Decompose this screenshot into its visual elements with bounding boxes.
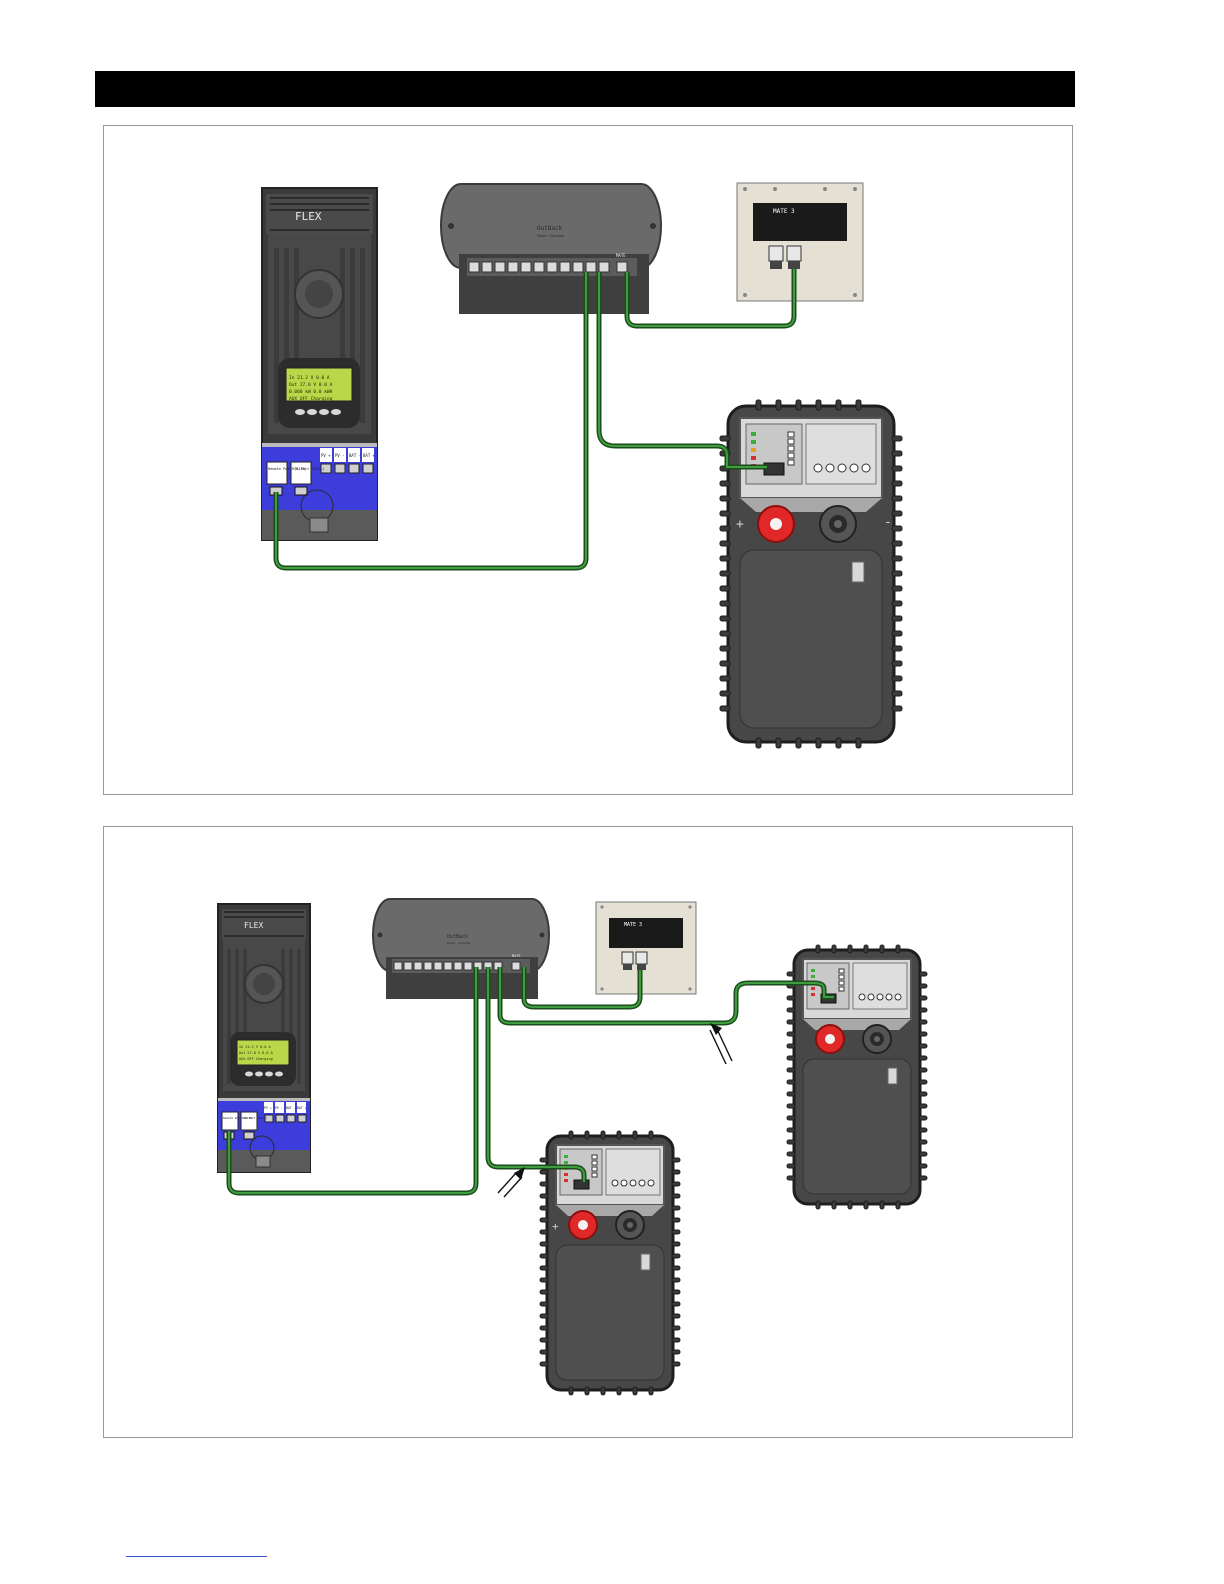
hub-mate-port-label: MATE [616,253,626,258]
remote-port-label: Remote Port (RJ45) [223,1116,254,1120]
bat-minus-label: BAT - [349,453,361,458]
figure-single-fndc-wiring: FLEX In 21.2 V 0.0 A Out 27.8 V 0.0 A 0.… [103,125,1073,795]
figure-1-diagram: FLEX In 21.2 V 0.0 A Out 27.8 V 0.0 A 0.… [261,182,904,750]
cable-controller-to-hub [226,967,479,1196]
charge-controller: FLEX In 21.2 V 0.0 A Out 27.8 V 0.0 A AU… [217,903,311,1173]
cable-controller-to-hub [273,272,589,571]
bat-minus-label: BAT - [286,1106,296,1110]
hub-subtitle-label: Power Systems [537,234,564,238]
footer-link-underline[interactable] [126,1556,267,1557]
fndc-monitor: + - [718,398,904,750]
cable-hub-to-fndc [596,272,767,470]
lcd-line-1: In 21.2 V 0.0 A [239,1045,272,1049]
lcd-line-2: Out 27.8 V 0.0 A [239,1051,274,1055]
lcd-line-2: Out 27.8 V 0.0 A [289,382,333,388]
pv-plus-label: PV + [264,1106,272,1110]
lcd-line-4: AUX OFF Charging [289,396,333,402]
hub-brand-label: OutBack [537,225,563,232]
arrow-indicator-cable-1 [709,1023,733,1065]
mate3-display: MATE 3 [736,182,864,302]
lcd-line-1: In 21.2 V 0.0 A [289,375,330,381]
rts-port-label: RTS Port (RJ11) [292,467,324,471]
rts-port-label: RTS Port (RJ11) [242,1116,268,1120]
mate3-title: MATE 3 [624,922,642,928]
figure-2-diagram: FLEX In 21.2 V 0.0 A Out 27.8 V 0.0 A AU… [217,898,929,1397]
controller-brand-label: FLEX [244,921,263,930]
charge-controller: FLEX In 21.2 V 0.0 A Out 27.8 V 0.0 A 0.… [261,187,378,541]
hub-mate-port-label: MATE [512,954,520,958]
pv-minus-label: PV - [275,1106,283,1110]
lcd-line-3: 0.000 kW 0.0 kWH [289,389,333,395]
cable-hub-to-mate3 [521,967,643,1010]
communications-hub: OutBack Power Systems MATE [440,183,662,315]
cable-hub-to-fndc-2 [485,967,587,1182]
fndc-monitor-2: + [538,1129,682,1397]
arrow-indicator-cable-2 [497,1167,525,1198]
cable-hub-to-mate3 [624,269,797,329]
lcd-line-4: AUX OFF Charging [239,1057,273,1061]
communications-hub: OutBack Power Systems MATE [372,898,550,1000]
hub-subtitle-label: Power Systems [447,941,471,945]
remote-port-label: Remote Port (RJ45) [268,467,307,471]
figure-dual-fndc-wiring: FLEX In 21.2 V 0.0 A Out 27.8 V 0.0 A AU… [103,826,1073,1438]
bat-plus-label: BAT + [363,453,376,458]
plus-terminal-sign: + [736,517,744,532]
plus-terminal-sign: + [552,1220,559,1233]
pv-plus-label: PV + [321,453,331,458]
section-header-bar [95,71,1075,107]
mate3-display: MATE 3 [595,901,697,995]
minus-terminal-sign: - [884,515,892,530]
mate3-title: MATE 3 [773,208,795,215]
hub-brand-label: OutBack [447,934,468,940]
pv-minus-label: PV - [335,453,345,458]
bat-plus-label: BAT + [297,1106,307,1110]
cable-hub-to-fndc-1 [497,967,834,1026]
controller-brand-label: FLEX [295,210,322,223]
